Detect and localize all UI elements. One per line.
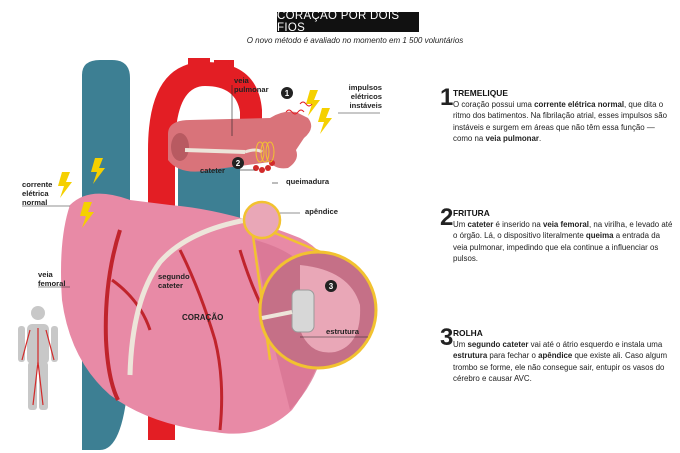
label-veia-pulmonar: veia pulmonar xyxy=(234,76,269,94)
marker-1 xyxy=(281,87,293,99)
step-body: O coração possui uma corrente elétrica n… xyxy=(453,99,673,145)
step-heading: FRITURA xyxy=(453,208,490,218)
step-text-segment: Um xyxy=(453,340,468,349)
zoom-appendix xyxy=(300,265,361,353)
step-text-segment: queima xyxy=(585,231,614,241)
marker-3-text: 3 xyxy=(329,282,334,291)
step-text-segment: cateter xyxy=(467,220,494,229)
step-text-segment: estrutura xyxy=(453,351,488,361)
label-line: veia xyxy=(38,270,53,279)
label-cateter: cateter xyxy=(200,166,225,175)
aorta-branch xyxy=(214,60,234,78)
label-line: elétrica xyxy=(22,189,49,198)
step-text-segment: é inserido na xyxy=(493,220,543,229)
label-segundo-cateter: segundo cateter xyxy=(158,272,190,290)
coronary-artery xyxy=(111,278,152,331)
step-body: Um segundo cateter vai até o átrio esque… xyxy=(453,339,673,385)
heart-diagram: 1 2 3 xyxy=(18,58,380,450)
label-impulsos: impulsos elétricos instáveis xyxy=(338,83,382,110)
label-apendice: apêndice xyxy=(305,207,338,216)
label-corrente: corrente elétrica normal xyxy=(22,180,52,207)
label-line: instáveis xyxy=(349,101,382,110)
zoom-source-circle xyxy=(242,200,282,240)
marker-2-text: 2 xyxy=(236,159,241,168)
step-number: 2 xyxy=(440,204,454,231)
step-text-segment: segundo cateter xyxy=(467,340,529,349)
label-queimadura: queimadura xyxy=(286,177,330,186)
label-line: corrente xyxy=(22,180,53,189)
step-text-segment: vai até o átrio esquerdo e instala uma xyxy=(528,340,663,349)
marker-1-text: 1 xyxy=(285,89,290,98)
left-atrium xyxy=(168,111,312,172)
step-text-segment: apêndice xyxy=(538,351,573,361)
leader-lines xyxy=(22,85,380,338)
step-text-segment: veia pulmonar xyxy=(485,134,539,144)
label-line: elétricos xyxy=(350,92,382,101)
coil-rings xyxy=(255,141,275,163)
step-text-segment: a entrada da veia pulmonar, impedindo qu… xyxy=(453,231,661,264)
step-text-segment: que existe ali. Caso algum trombo se for… xyxy=(453,351,668,384)
step-text-segment: para fechar o xyxy=(487,351,539,361)
body-vessels xyxy=(21,328,55,406)
step-heading: ROLHA xyxy=(453,328,483,338)
step-heading: TREMELIQUE xyxy=(453,88,508,98)
step-text-segment: , que dita o ritmo dos batimentos. Na fi… xyxy=(453,100,668,144)
step-3: 3 ROLHA Um segundo cateter vai até o átr… xyxy=(440,326,672,406)
label-estrutura: estrutura xyxy=(326,327,359,336)
impulse-waves xyxy=(285,101,313,115)
segundo-cateter xyxy=(127,215,259,376)
coronary-artery xyxy=(103,229,122,401)
step-1: 1 TREMELIQUE O coração possui uma corren… xyxy=(440,86,672,156)
estrutura-mesh xyxy=(291,289,315,333)
label-line: cateter xyxy=(158,281,183,290)
coronary-artery xyxy=(178,249,224,431)
step-number: 3 xyxy=(440,324,454,351)
aorta-branch xyxy=(188,58,210,78)
cateter xyxy=(184,148,246,154)
label-line: veia xyxy=(234,76,249,85)
label-line: femoral xyxy=(38,279,66,288)
label-coracao: CORAÇÃO xyxy=(182,313,224,322)
label-line: pulmonar xyxy=(234,85,269,94)
step-text-segment: . xyxy=(538,134,542,144)
label-veia-femoral: veia femoral xyxy=(38,270,65,288)
label-line: segundo xyxy=(158,272,190,281)
page-title: CORAÇÃO POR DOIS FIOS xyxy=(277,10,419,34)
zoom-catheter xyxy=(261,310,293,320)
lightning-icons xyxy=(58,90,332,228)
label-line: impulsos xyxy=(348,83,382,92)
step-text-segment: Um xyxy=(453,220,468,229)
atrium-opening xyxy=(171,133,189,161)
step-2: 2 FRITURA Um cateter é inserido na veia … xyxy=(440,206,672,286)
step-text-segment: , na virilha, e levado até o órgão. Lá, … xyxy=(453,220,673,241)
step-text-segment: O coração possui uma xyxy=(453,100,535,109)
marker-2 xyxy=(232,157,244,169)
step-body: Um cateter é inserido na veia femoral, n… xyxy=(453,219,673,265)
label-line: normal xyxy=(22,198,48,207)
step-text-segment: corrente elétrica normal xyxy=(534,100,625,109)
step-text-segment: veia femoral xyxy=(542,220,589,229)
marker-3 xyxy=(325,280,337,292)
step-number: 1 xyxy=(440,84,454,111)
page-subtitle: O novo método é avaliado no momento em 1… xyxy=(246,36,464,45)
